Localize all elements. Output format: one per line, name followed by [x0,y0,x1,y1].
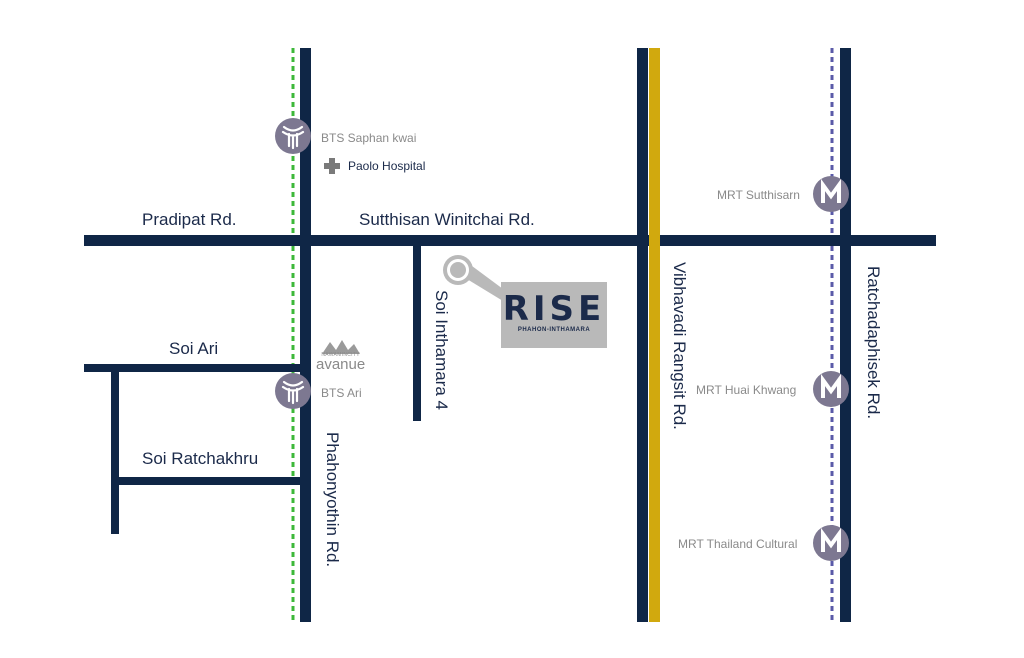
road-label-soi-ari: Soi Ari [169,339,219,358]
pin-connector [462,266,503,301]
road-soi-ratchakhru [119,477,300,485]
road-label-phahonyothin: Phahonyothin Rd. [323,432,342,568]
location-pin-icon [443,255,473,285]
station-label-mrt-sutthisarn: MRT Sutthisarn [717,188,800,202]
road-label-pradipat: Pradipat Rd. [142,210,237,229]
mrt-logo-icon [813,176,849,212]
road-ratchadaphisek [840,48,851,622]
avanue-logo: NAWAMINCITY avanue [316,338,365,372]
mrt-logo-icon [813,525,849,561]
tollway-vibhavadi [649,48,660,622]
road-label-soi-inthamara-4: Soi Inthamara 4 [432,290,451,411]
road-soi-ari-branch [111,372,119,534]
road-soi-ari [84,364,300,372]
avanue-logo-icon [322,340,360,354]
road-label-vibhavadi: Vibhavadi Rangsit Rd. [670,262,689,430]
mrt-logo-icon [813,371,849,407]
road-soi-inthamara-4 [413,246,421,421]
landmark-label-hospital: Paolo Hospital [348,159,426,173]
project-title: RISE [502,289,606,329]
avanue-logo-small-text: NAWAMINCITY [321,352,360,358]
project-subtitle: PHAHON-INTHAMARA [517,327,591,333]
project-marker[interactable]: RISE PHAHON-INTHAMARA [501,282,607,348]
station-label-bts-ari: BTS Ari [321,386,362,400]
road-label-ratchadaphisek: Ratchadaphisek Rd. [864,266,883,420]
bts-logo-icon [275,373,311,409]
hospital-cross-icon [324,158,340,174]
road-pradipat-sutthisan [84,235,936,246]
road-label-soi-ratchakhru: Soi Ratchakhru [142,449,259,468]
station-label-mrt-huai-khwang: MRT Huai Khwang [696,383,797,397]
station-label-mrt-thailand-cultural: MRT Thailand Cultural [678,537,798,551]
road-vibhavadi [637,48,648,622]
road-label-sutthisan: Sutthisan Winitchai Rd. [359,210,535,229]
bts-logo-icon [275,118,311,154]
road-phahonyothin [300,48,311,622]
station-label-bts-saphan-kwai: BTS Saphan kwai [321,131,417,145]
avanue-logo-text: avanue [316,356,366,373]
